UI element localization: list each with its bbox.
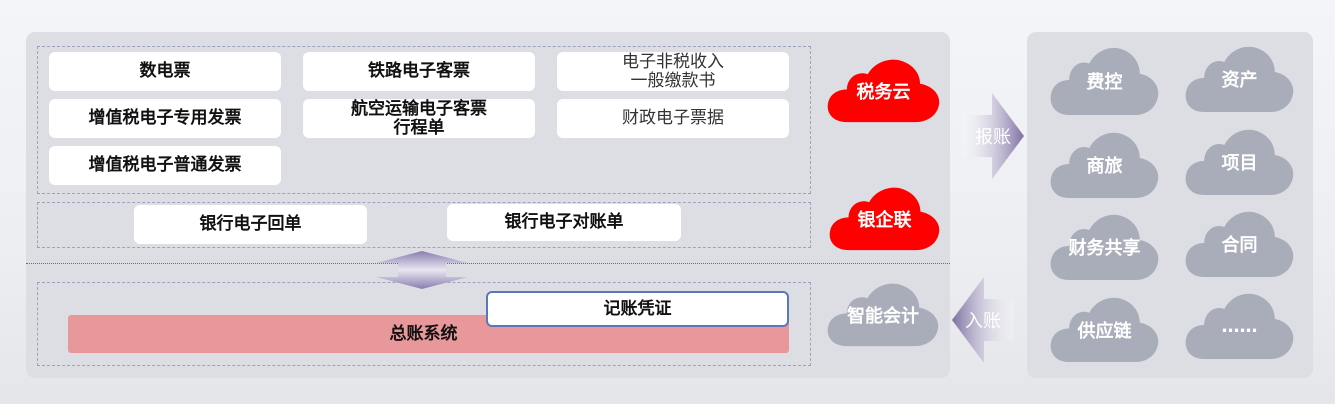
tax-item-vat-ordinary: 增值税电子普通发票 <box>49 146 281 185</box>
bank-enterprise-cloud: 银企联 <box>828 185 941 252</box>
smart-accounting-cloud: 智能会计 <box>826 281 940 348</box>
tax-item-railway-ticket: 铁路电子客票 <box>303 52 535 91</box>
tax-item-air-itinerary: 航空运输电子客票 行程单 <box>303 99 535 138</box>
cloud-more: …… <box>1184 291 1295 361</box>
tax-cloud: 税务云 <box>826 57 941 124</box>
cloud-project: 项目 <box>1184 127 1295 197</box>
tax-item-fiscal-receipt: 财政电子票据 <box>557 99 789 138</box>
bank-item-receipt: 银行电子回单 <box>134 205 367 244</box>
reimburse-arrow: 报账 <box>962 93 1024 179</box>
bank-document-group <box>37 202 811 248</box>
cloud-supply-chain: 供应链 <box>1049 295 1160 364</box>
cloud-assets: 资产 <box>1184 44 1295 114</box>
section-divider <box>26 263 950 264</box>
cloud-contract: 合同 <box>1184 209 1295 279</box>
cloud-travel: 商旅 <box>1049 130 1160 200</box>
double-arrow-icon <box>376 251 468 289</box>
tax-item-vat-special: 增值税电子专用发票 <box>49 99 281 138</box>
tax-item-digital-invoice: 数电票 <box>49 52 281 91</box>
tax-item-nontax-payment: 电子非税收入 一般缴款书 <box>557 52 789 91</box>
cloud-shared-finance: 财务共享 <box>1049 212 1160 282</box>
post-arrow: 入账 <box>952 277 1014 363</box>
voucher-box: 记账凭证 <box>486 291 789 327</box>
bank-item-statement: 银行电子对账单 <box>447 204 681 241</box>
tax-invoice-group <box>37 46 811 194</box>
ledger-system-label: 总账系统 <box>389 323 458 344</box>
cloud-expense-control: 费控 <box>1049 45 1160 117</box>
